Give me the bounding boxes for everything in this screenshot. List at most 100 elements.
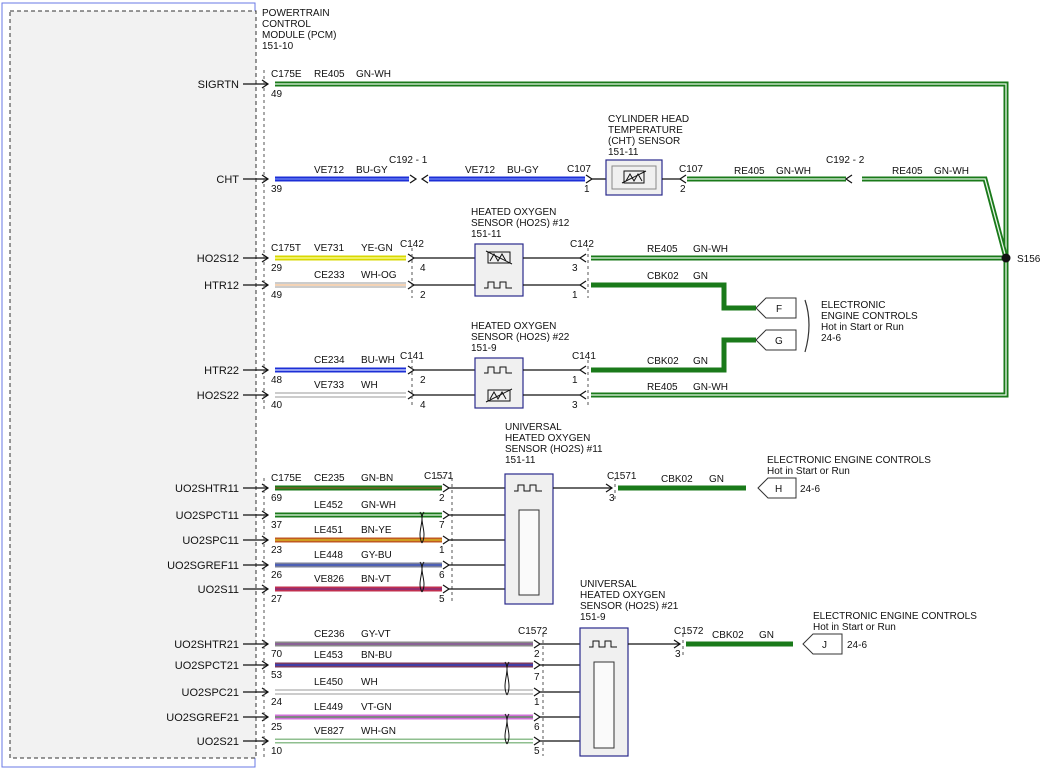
svg-text:24-6: 24-6 <box>821 333 841 344</box>
svg-text:2: 2 <box>680 184 686 195</box>
heater-icon <box>589 640 617 648</box>
tag-h: H <box>757 477 797 499</box>
svg-text:F: F <box>776 304 782 315</box>
svg-text:39: 39 <box>271 184 283 195</box>
svg-text:29: 29 <box>271 263 283 274</box>
svg-text:HEATED OXYGEN: HEATED OXYGEN <box>471 321 556 332</box>
circuit-id: LE450 <box>314 677 343 688</box>
tag-g: G <box>755 329 797 351</box>
twisted-pair-21 <box>504 661 510 745</box>
thermistor-icon <box>621 170 647 184</box>
circuit-color: BN-VT <box>361 574 391 585</box>
connector-label: C175E <box>271 473 302 484</box>
svg-text:UNIVERSAL: UNIVERSAL <box>505 422 562 433</box>
wire-ho2s22-return <box>591 258 1009 398</box>
circuit-id: CE236 <box>314 629 345 640</box>
svg-text:3: 3 <box>572 263 578 274</box>
sensor-element <box>593 661 615 749</box>
c192-chevron <box>420 174 429 184</box>
circuit-color: GN-WH <box>693 382 728 393</box>
svg-text:3: 3 <box>675 649 681 660</box>
svg-text:151-11: 151-11 <box>505 455 536 466</box>
splice-label: S156 <box>1017 254 1041 265</box>
svg-text:70: 70 <box>271 649 283 660</box>
tag-j: J <box>802 633 843 655</box>
svg-text:4: 4 <box>420 400 426 411</box>
connector-label: C192 - 1 <box>389 155 428 166</box>
connector-label: C175T <box>271 243 301 254</box>
svg-text:53: 53 <box>271 670 283 681</box>
circuit-id: CBK02 <box>661 474 693 485</box>
svg-text:SENSOR (HO2S) #22: SENSOR (HO2S) #22 <box>471 332 570 343</box>
connector-label: C1571 <box>607 471 637 482</box>
svg-text:Hot in Start or Run: Hot in Start or Run <box>821 322 904 333</box>
cht-sensor-inner <box>611 165 657 190</box>
circuit-color: WH <box>361 677 378 688</box>
svg-text:UNIVERSAL: UNIVERSAL <box>580 579 637 590</box>
wire-htr12-return <box>591 282 756 311</box>
pin-label: UO2S21 <box>197 736 239 748</box>
circuit-color: GN-BN <box>361 473 393 484</box>
circuit-id: VE731 <box>314 243 344 254</box>
heater-icon <box>514 484 542 492</box>
svg-text:(CHT) SENSOR: (CHT) SENSOR <box>608 136 680 147</box>
pin-label: UO2SPCT21 <box>175 660 239 672</box>
svg-text:2: 2 <box>420 290 426 301</box>
connector-label: C1571 <box>424 471 454 482</box>
pcm-title: POWERTRAIN CONTROL MODULE (PCM) 151-10 <box>262 8 336 52</box>
connector-label: C175E <box>271 69 302 80</box>
engine-controls-j: ELECTRONIC ENGINE CONTROLS Hot in Start … <box>813 611 977 633</box>
svg-text:1: 1 <box>439 545 445 556</box>
circuit-id: LE453 <box>314 650 343 661</box>
c192-chevron <box>409 174 418 184</box>
svg-text:3: 3 <box>572 400 578 411</box>
svg-text:CONTROL: CONTROL <box>262 19 311 30</box>
circuit-color: BN-YE <box>361 525 392 536</box>
svg-text:HEATED OXYGEN: HEATED OXYGEN <box>471 207 556 218</box>
svg-text:7: 7 <box>534 672 540 683</box>
twisted-pair-11 <box>419 511 425 593</box>
circuit-id: CBK02 <box>712 630 744 641</box>
svg-text:10: 10 <box>271 746 283 757</box>
pin-label: UO2SHTR21 <box>174 639 239 651</box>
svg-text:CYLINDER HEAD: CYLINDER HEAD <box>608 114 689 125</box>
pcm-pin-labels: SIGRTN CHT HO2S12 HTR12 HTR22 HO2S22 UO2… <box>166 79 239 748</box>
ho2s22-title: HEATED OXYGEN SENSOR (HO2S) #22 151-9 <box>471 321 570 354</box>
circuit-color: GN-WH <box>934 166 969 177</box>
circuit-id: CE234 <box>314 355 345 366</box>
uho2s21-title: UNIVERSAL HEATED OXYGEN SENSOR (HO2S) #2… <box>580 579 679 623</box>
pin-label: HTR12 <box>204 280 239 292</box>
svg-text:MODULE (PCM): MODULE (PCM) <box>262 30 336 41</box>
pin-label: HO2S12 <box>197 253 239 265</box>
pin-label: UO2SHTR11 <box>175 483 239 495</box>
sensor-icon <box>485 388 513 403</box>
circuit-color: GY-BU <box>361 550 392 561</box>
svg-text:G: G <box>775 336 783 347</box>
svg-text:37: 37 <box>271 520 283 531</box>
pcm-chevrons <box>261 79 270 746</box>
svg-text:151-11: 151-11 <box>471 229 502 240</box>
svg-text:Hot in Start or Run: Hot in Start or Run <box>767 466 850 477</box>
sensor-icon <box>485 250 513 265</box>
c192-2-chevron <box>844 174 853 184</box>
circuit-id: CE235 <box>314 473 345 484</box>
circuit-id: VE826 <box>314 574 344 585</box>
svg-text:1: 1 <box>572 290 578 301</box>
connector-label: C192 - 2 <box>826 155 865 166</box>
circuit-color: BU-GY <box>356 165 388 176</box>
circuit-id: LE448 <box>314 550 343 561</box>
wire-cht-d <box>862 176 1009 259</box>
pin-label: UO2SGREF21 <box>166 712 239 724</box>
ho2s12-sensor <box>474 243 524 297</box>
circuit-id: RE405 <box>892 166 923 177</box>
svg-text:2: 2 <box>420 375 426 386</box>
connector-label: C142 <box>400 239 424 250</box>
connector-label: C141 <box>400 351 424 362</box>
svg-text:6: 6 <box>534 722 540 733</box>
circuit-id: CE233 <box>314 270 345 281</box>
cht-sensor-title: CYLINDER HEAD TEMPERATURE (CHT) SENSOR 1… <box>608 114 689 158</box>
svg-text:4: 4 <box>420 263 426 274</box>
svg-text:1: 1 <box>572 375 578 386</box>
circuit-id: VE712 <box>465 165 495 176</box>
